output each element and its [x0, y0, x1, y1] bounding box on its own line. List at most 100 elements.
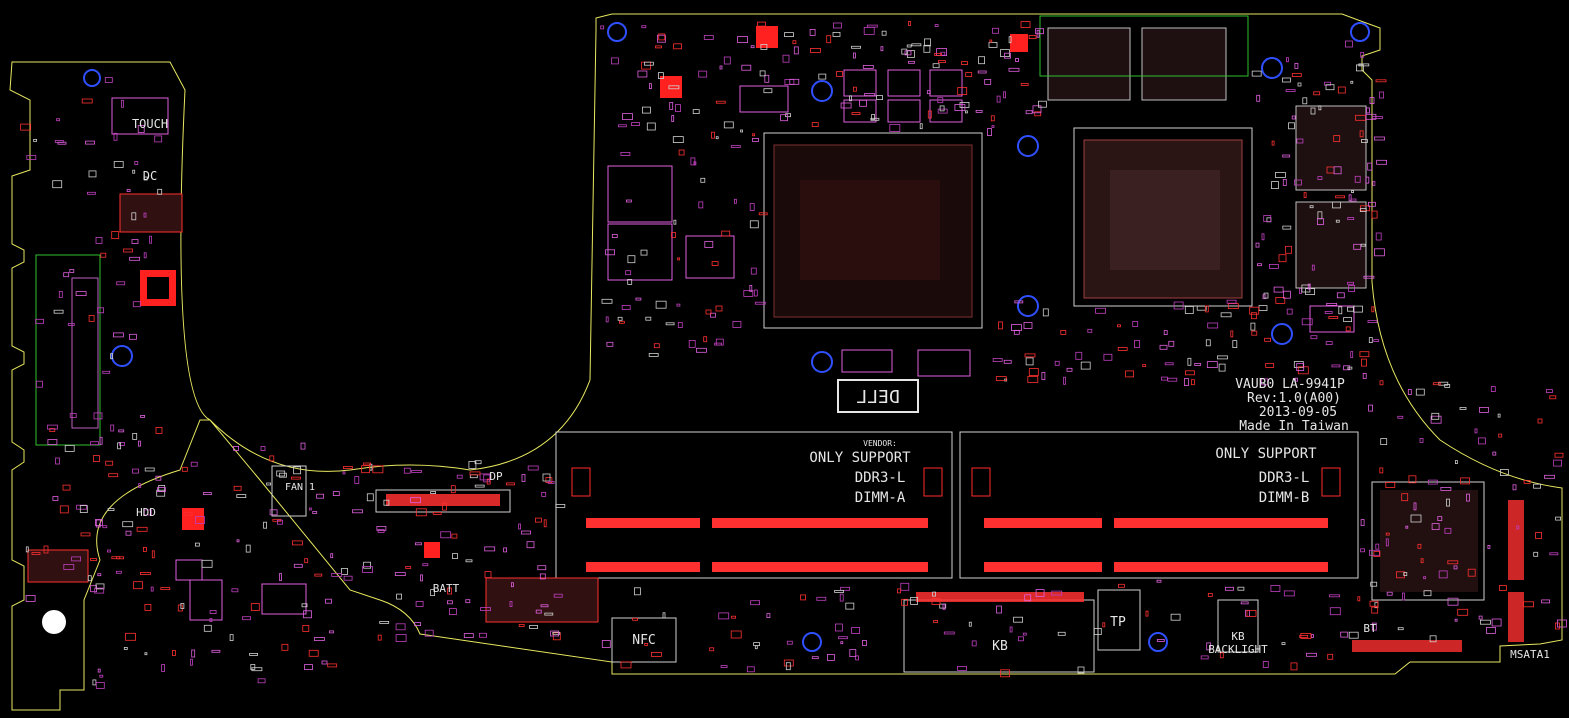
smd-part	[723, 121, 734, 129]
smd-part	[1185, 370, 1195, 376]
smd-part	[1523, 601, 1534, 608]
smd-part	[430, 589, 436, 596]
smd-part	[202, 492, 212, 496]
smd-part	[484, 546, 496, 552]
smd-part	[1168, 340, 1175, 347]
smd-part	[1294, 63, 1299, 69]
smd-part	[1042, 308, 1049, 317]
smd-part	[644, 643, 649, 646]
smd-part	[366, 493, 374, 502]
smd-part	[1299, 288, 1302, 294]
smd-part	[1087, 328, 1093, 333]
smd-part	[749, 220, 759, 229]
smd-part	[69, 269, 75, 273]
smd-part	[1335, 219, 1340, 223]
smd-part	[757, 21, 766, 27]
smd-part	[1360, 243, 1366, 247]
smd-part	[1003, 91, 1006, 99]
smd-part	[645, 316, 652, 321]
smd-part	[1329, 607, 1341, 616]
smd-part	[526, 541, 535, 549]
smd-part	[1207, 593, 1213, 597]
smd-part	[620, 661, 632, 669]
smd-part	[784, 32, 794, 37]
smd-part	[1444, 527, 1452, 534]
smd-part	[233, 485, 242, 491]
smd-part	[1204, 305, 1209, 313]
smd-part	[451, 533, 458, 539]
smd-part	[1327, 653, 1334, 660]
smd-part	[1407, 389, 1412, 395]
smd-part	[1415, 388, 1425, 396]
smd-part	[1533, 483, 1541, 489]
smd-part	[1282, 178, 1287, 186]
smd-part	[811, 122, 819, 127]
smd-part	[553, 593, 563, 598]
smd-part	[329, 630, 334, 634]
smd-part	[1332, 201, 1341, 209]
smd-part	[975, 110, 983, 113]
smd-part	[149, 235, 152, 244]
smd-part	[468, 461, 477, 469]
smd-part	[304, 558, 309, 564]
smd-part	[1345, 326, 1351, 332]
smd-part	[1453, 565, 1458, 570]
smd-part	[1497, 413, 1501, 418]
smd-part	[325, 598, 332, 604]
smd-part	[1103, 353, 1113, 361]
smd-part	[1196, 305, 1207, 311]
smd-part	[1262, 661, 1269, 668]
smd-part	[1541, 599, 1550, 604]
smd-part	[911, 43, 922, 47]
smd-part	[1345, 40, 1353, 48]
smd-part	[233, 445, 240, 451]
smd-part	[1500, 469, 1509, 476]
smd-part	[97, 307, 104, 314]
smd-part	[1263, 292, 1269, 299]
smd-part	[1413, 502, 1417, 511]
smd-part	[1343, 317, 1352, 323]
smd-part	[327, 663, 338, 668]
smd-part	[1374, 248, 1385, 257]
smd-part	[1491, 618, 1502, 627]
smd-part	[1467, 568, 1476, 577]
smd-part	[181, 466, 188, 472]
smd-part	[125, 530, 132, 536]
smd-part	[1080, 361, 1091, 370]
smd-part	[673, 43, 682, 50]
smd-part	[87, 191, 96, 195]
smd-part	[102, 525, 108, 529]
smd-part	[649, 83, 652, 89]
smd-part	[1117, 324, 1121, 328]
smd-part	[987, 128, 992, 137]
smd-part	[133, 581, 143, 590]
smd-part	[552, 631, 561, 635]
smd-part	[1373, 551, 1381, 557]
smd-part	[1337, 86, 1346, 94]
smd-part	[741, 64, 752, 71]
smd-part	[410, 497, 422, 504]
nfc-label: NFC	[632, 633, 655, 648]
smd-part	[719, 65, 723, 70]
smd-part	[718, 612, 730, 620]
smd-part	[730, 145, 741, 148]
smd-part	[104, 77, 113, 83]
smd-part	[1187, 357, 1192, 366]
smd-part	[1095, 307, 1106, 314]
smd-part	[1348, 631, 1359, 639]
smd-part	[932, 591, 936, 597]
smd-part	[942, 603, 946, 610]
vendor-label: VENDOR:	[863, 439, 897, 448]
smd-part	[1371, 606, 1379, 614]
smd-part	[1249, 306, 1260, 315]
smd-part	[617, 316, 623, 321]
smd-part	[540, 604, 549, 608]
smd-part	[1396, 571, 1405, 579]
tp-label: TP	[1110, 615, 1126, 630]
smd-part	[1325, 341, 1333, 346]
smd-part	[1546, 389, 1553, 394]
smd-part	[143, 212, 147, 218]
smd-part	[1365, 113, 1377, 120]
smd-part	[249, 653, 259, 656]
smd-part	[1024, 353, 1036, 358]
